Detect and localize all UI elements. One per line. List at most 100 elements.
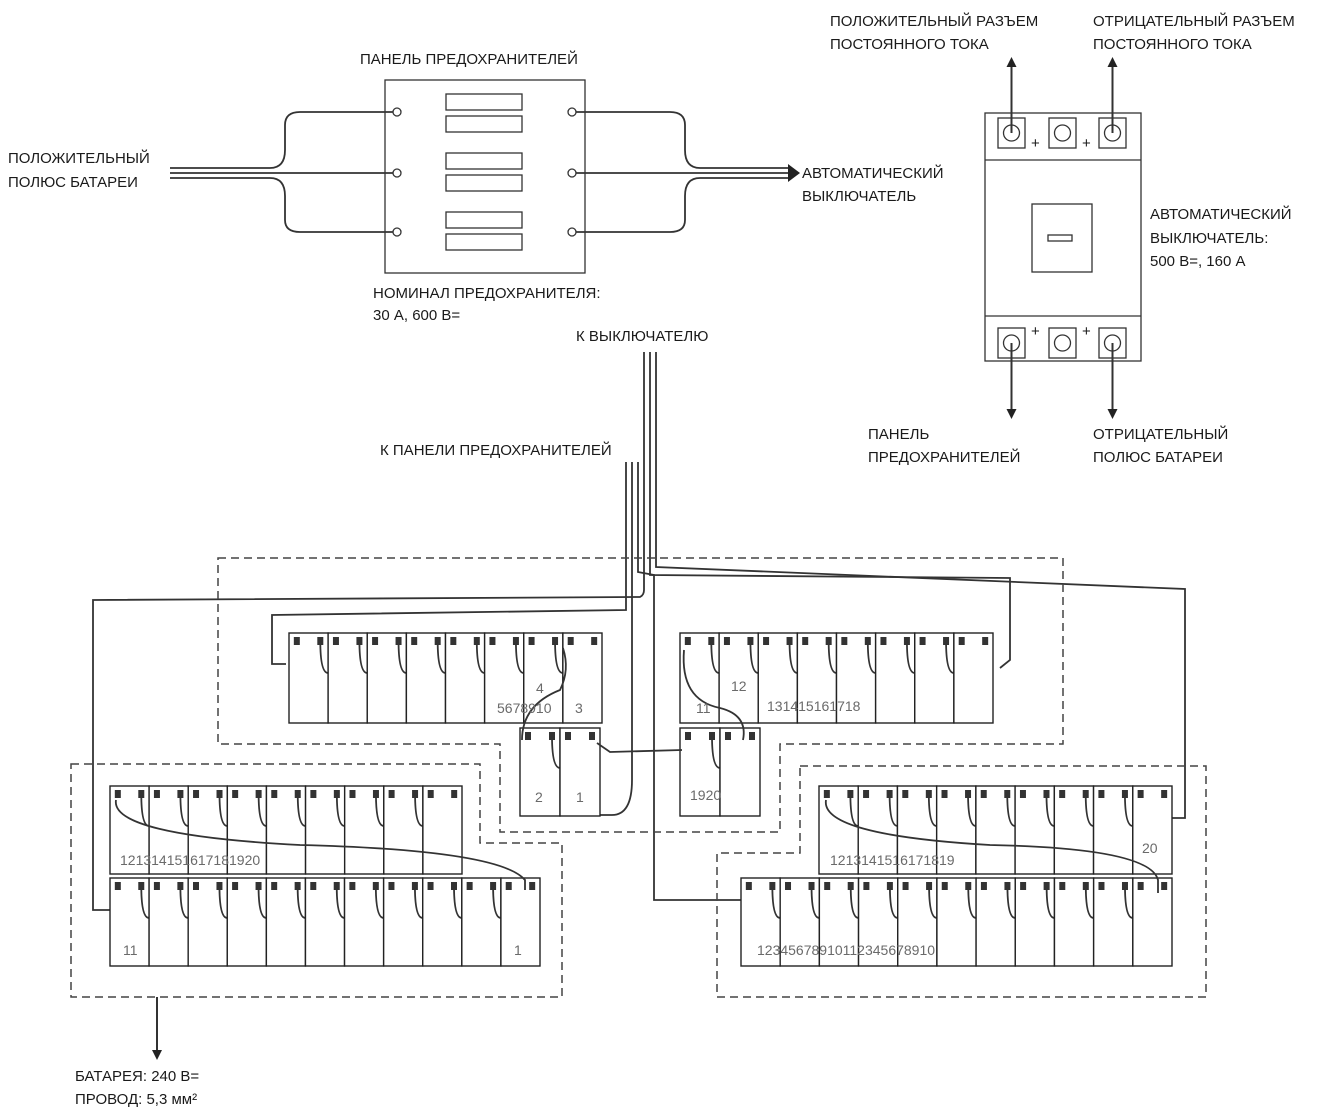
- battery-terminal: [1019, 790, 1026, 798]
- dc-negative-label-1: ОТРИЦАТЕЛЬНЫЙ РАЗЪЕМ: [1093, 12, 1295, 30]
- battery-row-top-left: [288, 632, 603, 724]
- battery-terminal: [880, 637, 887, 645]
- battery-terminal: [565, 732, 571, 740]
- cable-to-fuse-panel: [271, 462, 743, 901]
- battery-cell: [935, 785, 977, 875]
- battery-terminal: [232, 882, 239, 890]
- to-breaker-label: К ВЫКЛЮЧАТЕЛЮ: [576, 328, 708, 345]
- fuse-panel-bottom-label-1: ПАНЕЛЬ: [868, 426, 929, 443]
- battery-cell: [226, 877, 268, 967]
- breaker-spec-label-3: 500 В=, 160 А: [1150, 253, 1246, 270]
- battery-terminal: [450, 637, 457, 645]
- breaker-spec-label-1: АВТОМАТИЧЕСКИЙ: [1150, 205, 1292, 223]
- battery-cell: [1132, 785, 1173, 875]
- battery-terminal: [749, 732, 755, 740]
- battery-terminal: [349, 882, 356, 890]
- battery-terminal: [466, 882, 473, 890]
- battery-cell: [835, 632, 877, 724]
- dc-negative-label-2: ПОСТОЯННОГО ТОКА: [1093, 36, 1252, 53]
- battery-cell: [562, 632, 603, 724]
- battery-terminal: [980, 790, 987, 798]
- battery-number-1: 1: [576, 789, 584, 805]
- enclosure-right: [716, 765, 1207, 998]
- battery-terminal: [193, 790, 200, 798]
- battery-cell: [559, 727, 601, 817]
- battery-cell: [500, 877, 541, 967]
- battery-terminal: [589, 732, 595, 740]
- fuse-rating-label-2: 30 А, 600 В=: [373, 307, 460, 324]
- battery-terminal: [271, 790, 278, 798]
- battery-cell: [779, 877, 821, 967]
- battery-terminal: [919, 637, 926, 645]
- battery-terminal: [1161, 882, 1168, 890]
- battery-terminal: [193, 882, 199, 890]
- battery-terminal: [685, 732, 691, 740]
- battery-cell: [1014, 785, 1056, 875]
- battery-cell: [265, 785, 307, 875]
- battery-terminal: [684, 637, 691, 645]
- battery-row-center-left: [519, 727, 601, 817]
- battery-terminal: [411, 637, 418, 645]
- fuse-panel-input-cables: [170, 111, 393, 233]
- battery-terminal: [745, 882, 752, 890]
- battery-row-left-lower: [109, 877, 541, 967]
- battery-cell: [109, 877, 150, 967]
- battery-number-11-left: 11: [123, 942, 138, 958]
- battery-row-left-upper: [109, 785, 463, 875]
- battery-cell: [382, 877, 424, 967]
- battery-terminal: [725, 732, 731, 740]
- battery-cell: [936, 877, 977, 967]
- battery-row-right-upper: [818, 785, 1173, 875]
- battery-number-20-right: 20: [1142, 840, 1158, 856]
- battery-terminal: [567, 637, 574, 645]
- battery-cell: [1092, 785, 1134, 875]
- fuse-panel: [384, 79, 586, 274]
- battery-cell: [975, 877, 1016, 967]
- battery-spec-label-1: БАТАРЕЯ: 240 В=: [75, 1068, 199, 1085]
- battery-cell: [1053, 785, 1095, 875]
- battery-terminal: [489, 637, 496, 645]
- battery-terminal: [841, 637, 848, 645]
- battery-cell: [975, 785, 1016, 875]
- battery-positive-label-1: ПОЛОЖИТЕЛЬНЫЙ: [8, 149, 150, 167]
- plus-sign-3: +: [1031, 323, 1040, 340]
- battery-numbers-right-upper: 1213141516171819: [830, 852, 955, 868]
- battery-terminal: [372, 637, 379, 645]
- battery-terminal: [427, 790, 434, 798]
- battery-numbers-19-20: 1920: [690, 787, 721, 803]
- battery-terminal: [1098, 882, 1105, 890]
- battery-numbers-left-upper: 121314151617181920: [120, 852, 260, 868]
- battery-terminal: [763, 637, 770, 645]
- fuse-panel-output-cables: [576, 111, 800, 233]
- plus-sign-4: +: [1082, 323, 1091, 340]
- battery-cell: [483, 632, 525, 724]
- dc-positive-label-2: ПОСТОЯННОГО ТОКА: [830, 36, 989, 53]
- jumper-cables: [115, 647, 1159, 893]
- battery-terminal: [941, 790, 948, 798]
- to-fuse-panel-label: К ПАНЕЛИ ПРЕДОХРАНИТЕЛЕЙ: [380, 441, 612, 459]
- dc-positive-label-1: ПОЛОЖИТЕЛЬНЫЙ РАЗЪЕМ: [830, 12, 1038, 30]
- battery-cell: [1014, 877, 1056, 967]
- battery-cell: [897, 877, 938, 967]
- enclosure-top: [217, 557, 1064, 833]
- battery-terminal: [823, 790, 830, 798]
- battery-numbers-right-lower: 12345678910112345678910: [757, 942, 935, 958]
- battery-cell: [461, 877, 502, 967]
- battery-cell: [1053, 877, 1095, 967]
- battery-cell: [304, 785, 346, 875]
- battery-cell: [265, 877, 307, 967]
- battery-cell: [719, 727, 761, 817]
- battery-terminal: [723, 637, 730, 645]
- battery-terminal: [863, 790, 870, 798]
- plus-sign-2: +: [1082, 135, 1091, 152]
- battery-numbers-13-18: 131415161718: [767, 698, 861, 714]
- fuse-panel-bottom-label-2: ПРЕДОХРАНИТЕЛЕЙ: [868, 448, 1020, 466]
- battery-cell: [857, 785, 899, 875]
- battery-terminal: [153, 882, 160, 890]
- battery-cell: [109, 785, 150, 875]
- battery-terminal: [1161, 790, 1168, 798]
- battery-terminal: [1059, 882, 1066, 890]
- battery-terminal: [332, 637, 339, 645]
- battery-terminal: [902, 882, 909, 890]
